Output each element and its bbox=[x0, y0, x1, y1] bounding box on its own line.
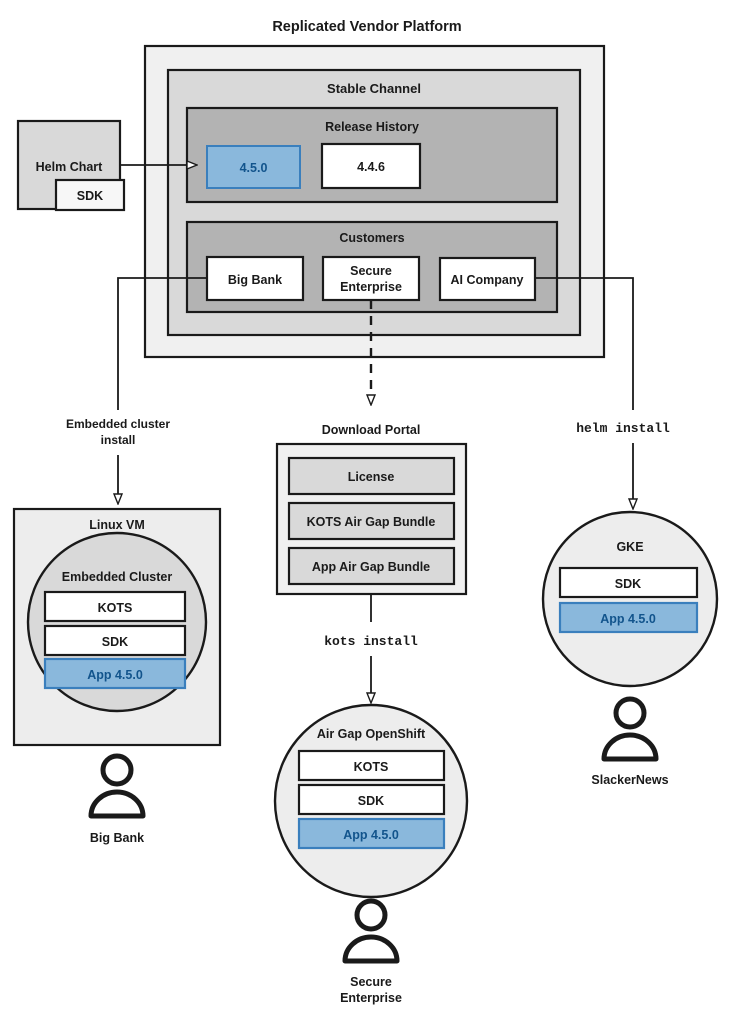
release-4-5-0-label: 4.5.0 bbox=[240, 161, 268, 175]
gke-component-sdk-label: SDK bbox=[615, 577, 641, 591]
embedded-cluster-label: Embedded Cluster bbox=[62, 570, 173, 584]
gke-component-app-label: App 4.5.0 bbox=[600, 612, 656, 626]
gke-component-app-box[interactable] bbox=[558, 601, 699, 634]
linuxvm-component-sdk-label: SDK bbox=[102, 635, 128, 649]
gke-component-sdk-box[interactable] bbox=[558, 566, 699, 599]
helm-chart-sdk-label: SDK bbox=[77, 189, 103, 203]
gke-label: GKE bbox=[616, 540, 643, 554]
portal-item-app-bundle-label: App Air Gap Bundle bbox=[312, 560, 430, 574]
edge-label-embedded-install-2: install bbox=[101, 433, 136, 447]
edge-label-helm-install: helm install bbox=[576, 421, 670, 436]
portal-item-kots-bundle-label: KOTS Air Gap Bundle bbox=[307, 515, 436, 529]
release-4-4-6-box[interactable] bbox=[320, 142, 422, 190]
air-gap-openshift-label: Air Gap OpenShift bbox=[317, 727, 426, 741]
actor-slackernews-icon bbox=[601, 696, 659, 762]
release-4-5-0-box[interactable] bbox=[206, 145, 301, 189]
helm-chart-sdk-box[interactable] bbox=[54, 178, 126, 212]
customer-secure-enterprise-box[interactable] bbox=[321, 255, 421, 302]
customer-secure-enterprise-label-2: Enterprise bbox=[340, 280, 402, 294]
page-title: Replicated Vendor Platform bbox=[272, 19, 461, 35]
portal-item-license-box[interactable] bbox=[287, 456, 456, 496]
customer-secure-enterprise-label-1: Secure bbox=[350, 264, 392, 278]
download-portal-title: Download Portal bbox=[322, 423, 421, 437]
openshift-component-sdk-box[interactable] bbox=[297, 783, 446, 816]
customers-label: Customers bbox=[339, 231, 404, 245]
actor-slackernews-label: SlackerNews bbox=[591, 773, 668, 787]
linuxvm-component-kots-label: KOTS bbox=[98, 601, 133, 615]
openshift-component-app-box[interactable] bbox=[297, 817, 446, 850]
openshift-component-kots-box[interactable] bbox=[297, 749, 446, 782]
linuxvm-component-kots-box[interactable] bbox=[43, 590, 187, 623]
edge-aicompany-to-gke bbox=[535, 277, 634, 410]
customer-ai-company-label: AI Company bbox=[451, 273, 524, 287]
release-history-label: Release History bbox=[325, 120, 419, 134]
portal-item-kots-bundle-box[interactable] bbox=[287, 501, 456, 541]
actor-secure-enterprise-icon bbox=[342, 898, 400, 964]
linuxvm-component-app-box[interactable] bbox=[43, 657, 187, 690]
actor-secure-enterprise-label-1: Secure bbox=[350, 975, 392, 989]
openshift-component-app-label: App 4.5.0 bbox=[343, 828, 399, 842]
gke-circle bbox=[541, 510, 719, 688]
helm-chart-label: Helm Chart bbox=[36, 160, 104, 174]
linuxvm-component-sdk-box[interactable] bbox=[43, 624, 187, 657]
release-4-4-6-label: 4.4.6 bbox=[357, 160, 385, 174]
openshift-component-sdk-label: SDK bbox=[358, 794, 384, 808]
customer-big-bank-box[interactable] bbox=[205, 255, 305, 302]
portal-item-app-bundle-box[interactable] bbox=[287, 546, 456, 586]
edge-label-embedded-install-1: Embedded cluster bbox=[66, 417, 170, 431]
edge-bigbank-to-linuxvm bbox=[117, 277, 207, 410]
linux-vm-label: Linux VM bbox=[89, 518, 145, 532]
actor-big-bank-label: Big Bank bbox=[90, 831, 144, 845]
portal-item-license-label: License bbox=[348, 470, 395, 484]
customer-big-bank-label: Big Bank bbox=[228, 273, 282, 287]
openshift-component-kots-label: KOTS bbox=[354, 760, 389, 774]
edge-label-kots-install: kots install bbox=[324, 634, 418, 649]
actor-secure-enterprise-label-2: Enterprise bbox=[340, 991, 402, 1005]
customer-ai-company-box[interactable] bbox=[438, 256, 537, 302]
stable-channel-label: Stable Channel bbox=[327, 81, 421, 96]
linuxvm-component-app-label: App 4.5.0 bbox=[87, 668, 143, 682]
actor-big-bank-icon bbox=[88, 753, 146, 819]
